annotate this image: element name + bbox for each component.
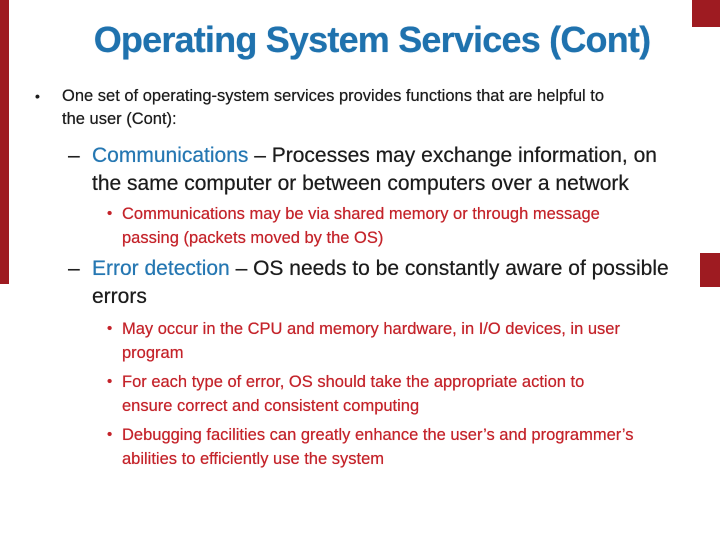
right-edge-red-block: [700, 253, 720, 287]
keyword-error-detection: Error detection: [92, 257, 230, 280]
red-bullet-dot-icon: •: [107, 373, 113, 390]
comm-sub-line1: Communications may be via shared memory …: [122, 205, 600, 223]
error-detection-text: Error detection – OS needs to be constan…: [92, 255, 669, 310]
error-detection-rest: – OS needs to be constantly aware of pos…: [229, 257, 669, 280]
debugging-line2: abilities to efficiently use the system: [122, 450, 384, 468]
communications-rest: – Processes may exchange information, on: [248, 144, 657, 167]
communications-line1: Communications – Processes may exchange …: [92, 142, 657, 170]
for-each-type-line2: ensure correct and consistent computing: [122, 397, 420, 415]
bullet-debugging: • Debugging facilities can greatly enhan…: [107, 423, 634, 471]
communications-line2: the same computer or between computers o…: [92, 171, 629, 195]
error-detection-line2: errors: [92, 284, 147, 308]
intro-line2: the user (Cont):: [62, 110, 177, 128]
bullet-error-detection: – Error detection – OS needs to be const…: [68, 255, 669, 310]
dash-bullet-icon: –: [68, 257, 80, 280]
dash-bullet-icon: –: [68, 144, 80, 167]
for-each-type-text: For each type of error, OS should take t…: [122, 370, 584, 418]
red-bullet-dot-icon: •: [107, 426, 113, 443]
communications-text: Communications – Processes may exchange …: [92, 142, 657, 197]
bullet-may-occur: • May occur in the CPU and memory hardwa…: [107, 317, 620, 365]
red-bullet-dot-icon: •: [107, 320, 113, 337]
error-detection-line1: Error detection – OS needs to be constan…: [92, 255, 669, 283]
red-bullet-dot-icon: •: [107, 205, 113, 222]
bullet-communications: – Communications – Processes may exchang…: [68, 142, 657, 197]
debugging-line1: Debugging facilities can greatly enhance…: [122, 426, 634, 444]
may-occur-text: May occur in the CPU and memory hardware…: [122, 317, 620, 365]
slide-title: Operating System Services (Cont): [93, 19, 651, 60]
keyword-communications: Communications: [92, 144, 249, 167]
comm-sub-line2: passing (packets moved by the OS): [122, 229, 384, 247]
intro-line1: One set of operating-system services pro…: [62, 87, 605, 105]
left-edge-red-bar: [0, 0, 9, 284]
bullet-intro: • One set of operating-system services p…: [35, 85, 604, 131]
comm-sub-text: Communications may be via shared memory …: [122, 202, 600, 250]
top-right-red-square: [692, 0, 720, 27]
bullet-for-each-type: • For each type of error, OS should take…: [107, 370, 584, 418]
may-occur-line1: May occur in the CPU and memory hardware…: [122, 320, 620, 338]
debugging-text: Debugging facilities can greatly enhance…: [122, 423, 634, 471]
bullet-comm-shared-memory: • Communications may be via shared memor…: [107, 202, 600, 250]
bullet-dot-icon: •: [35, 88, 40, 104]
for-each-type-line1: For each type of error, OS should take t…: [122, 373, 585, 391]
may-occur-line2: program: [122, 344, 184, 362]
bullet-intro-text: One set of operating-system services pro…: [62, 85, 604, 131]
